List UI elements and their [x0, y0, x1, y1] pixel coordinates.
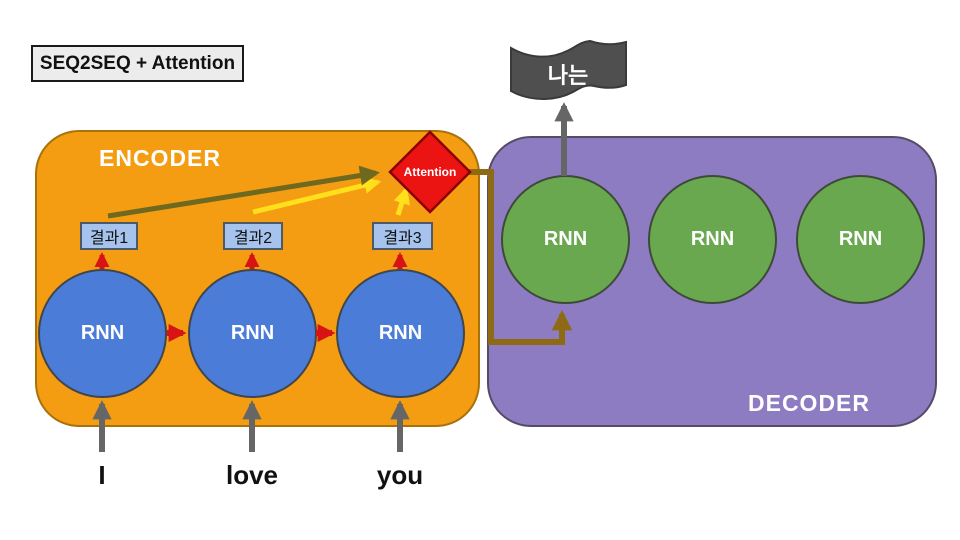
encoder-output-box-2: 결과2	[223, 222, 283, 250]
encoder-rnn-3: RNN	[336, 269, 465, 398]
encoder-output-box-1: 결과1	[80, 222, 138, 250]
decoder-rnn-3-label: RNN	[838, 228, 883, 250]
diagram-title-label: SEQ2SEQ + Attention	[39, 52, 236, 74]
decoder-rnn-2-label: RNN	[690, 228, 735, 250]
encoder-label: ENCODER	[99, 145, 222, 171]
encoder-output-1-label: 결과1	[89, 230, 129, 247]
input-word-3: you	[376, 460, 424, 490]
input-word-1: I	[98, 460, 106, 490]
encoder-rnn-3-label: RNN	[378, 322, 423, 344]
encoder-output-3-label: 결과3	[383, 230, 422, 247]
encoder-rnn-1-label: RNN	[80, 322, 125, 344]
diagram-title: SEQ2SEQ + Attention	[31, 45, 244, 82]
encoder-rnn-2-label: RNN	[230, 322, 275, 344]
encoder-output-box-3: 결과3	[372, 222, 433, 250]
decoder-rnn-3: RNN	[796, 175, 925, 304]
encoder-rnn-2: RNN	[188, 269, 317, 398]
output-flag-label: 나는	[547, 63, 589, 88]
encoder-rnn-1: RNN	[38, 269, 167, 398]
decoder-rnn-2: RNN	[648, 175, 777, 304]
attention-label: Attention	[403, 165, 457, 179]
encoder-output-2-label: 결과2	[233, 230, 273, 247]
input-word-2: love	[225, 460, 279, 490]
decoder-rnn-1-label: RNN	[543, 228, 588, 250]
decoder-label: DECODER	[748, 390, 871, 416]
decoder-rnn-1: RNN	[501, 175, 630, 304]
